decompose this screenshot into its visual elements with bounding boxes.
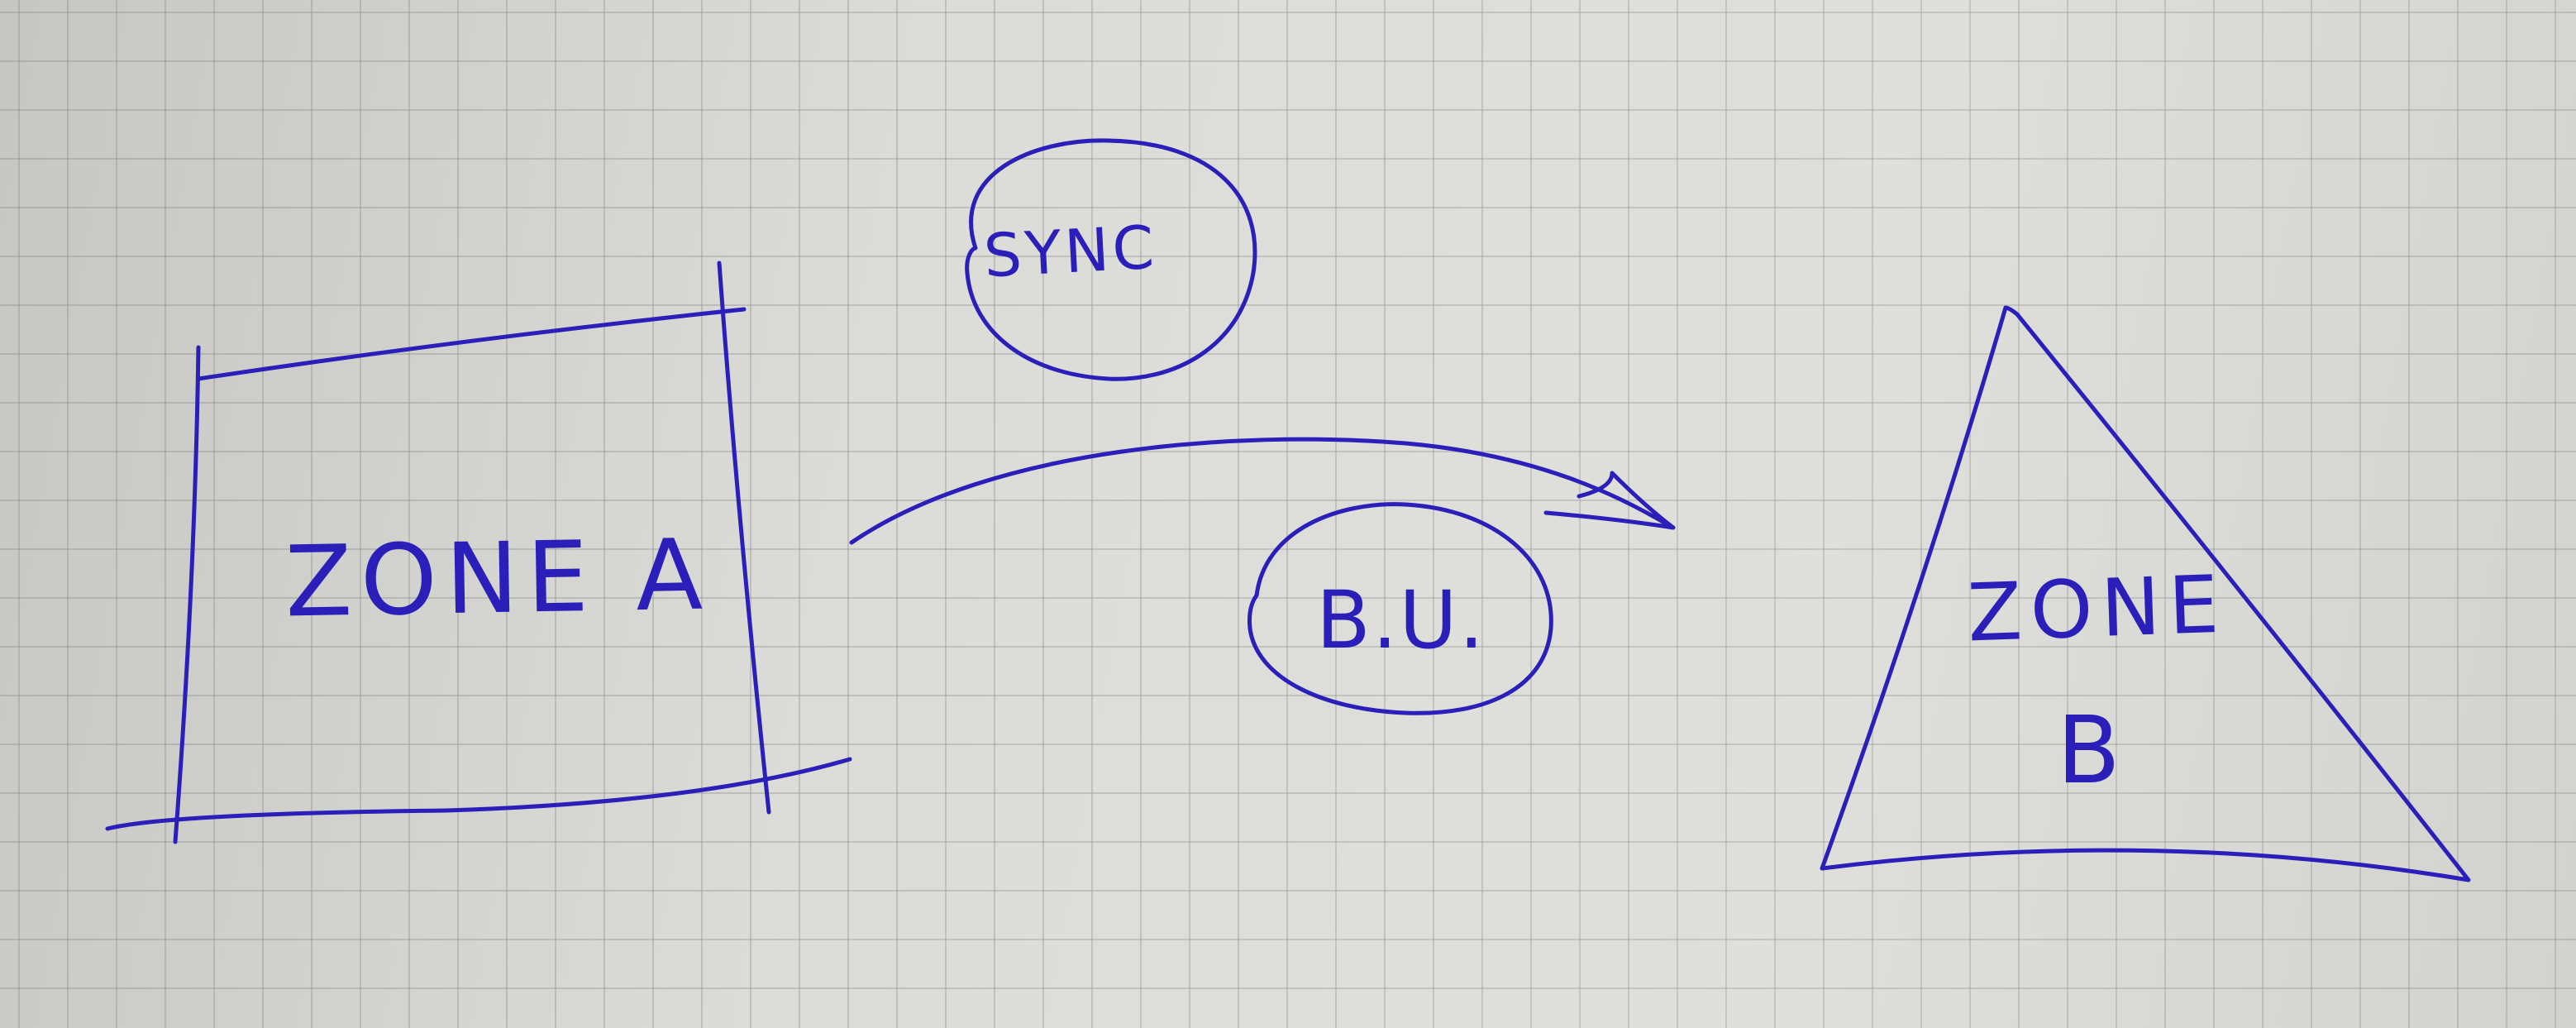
sync-arrow-head (1543, 471, 1676, 530)
sync-label: SYNC (981, 212, 1159, 291)
zone-b-label: ZONE (1966, 557, 2229, 660)
bu-label: B.U. (1316, 574, 1486, 667)
zone-a-label: ZONE A (284, 517, 712, 639)
sync-circle (965, 138, 1257, 381)
zone-a-left-edge (173, 345, 201, 844)
zone-b-triangle (1820, 305, 2471, 882)
zone-b-letter: B (2057, 697, 2120, 805)
zone-a-top-edge (196, 307, 747, 381)
bu-circle (1247, 502, 1553, 715)
zone-a-bottom-edge (105, 757, 852, 831)
zone-a-box (105, 261, 852, 844)
sync-arrow (849, 437, 1672, 545)
zone-a-right-edge (717, 261, 771, 815)
